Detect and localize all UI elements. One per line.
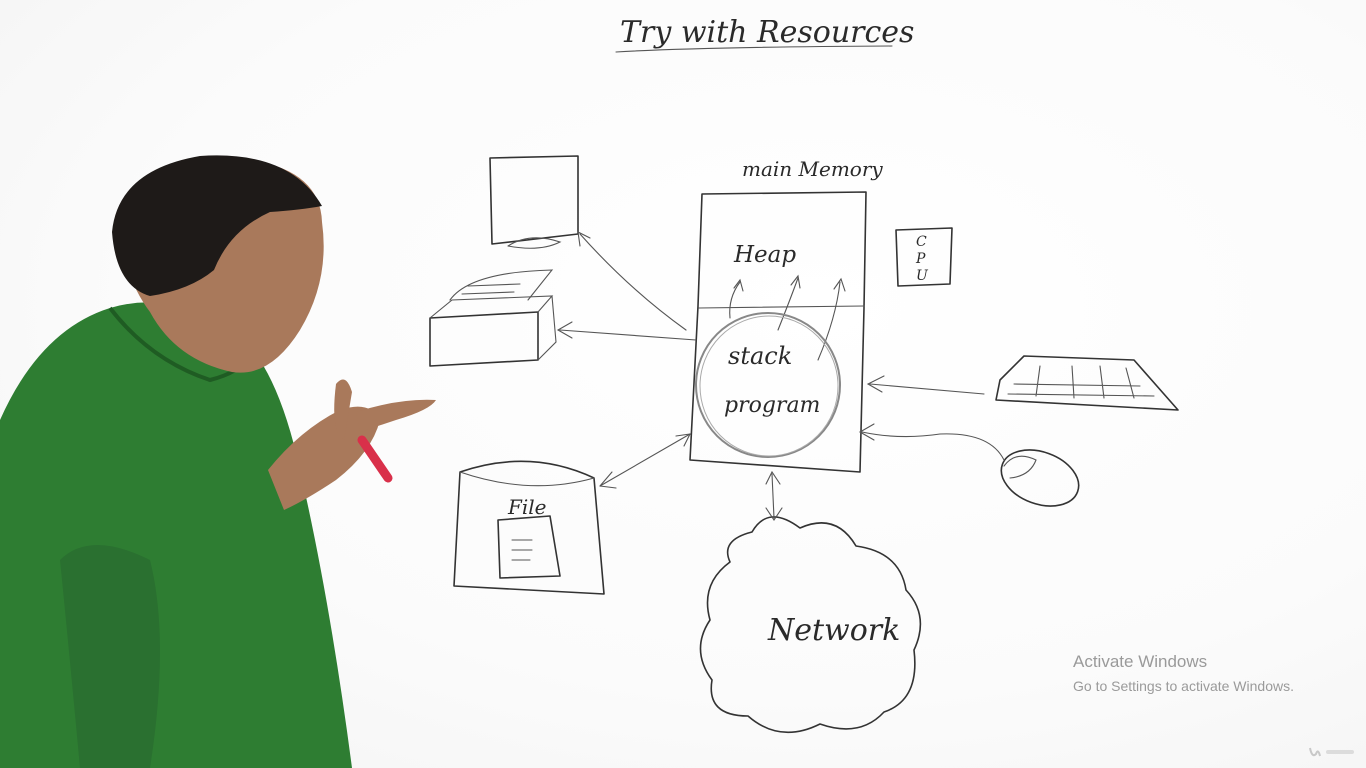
mouse-cable-arrow: [861, 431, 1005, 461]
cpu-box: [895, 227, 953, 287]
program-label: program: [724, 393, 820, 418]
mouse-sketch: [1000, 449, 1080, 507]
cpu-letter-c: C: [916, 234, 927, 250]
printer-paper: [449, 269, 554, 301]
presenter: [0, 155, 436, 768]
keyboard-arrow: [869, 383, 985, 395]
heap-arrow-3: [817, 281, 841, 361]
stack-label: stack: [728, 342, 792, 370]
file-document: [497, 515, 561, 579]
network-arrow: [771, 473, 775, 519]
monitor-stand: [507, 237, 562, 249]
monitor-sketch: [489, 155, 579, 245]
watermark-title: Activate Windows: [1073, 652, 1208, 671]
network-label: Network: [767, 613, 900, 648]
diagram-title: Try with Resources: [620, 15, 914, 50]
printer-arrow: [559, 329, 697, 341]
main-memory-box: [689, 191, 867, 473]
keyboard-sketch: [995, 355, 1179, 411]
file-arrow: [599, 433, 691, 487]
printer-sketch: [429, 311, 539, 367]
watermark-subtitle: Go to Settings to activate Windows.: [1073, 678, 1294, 694]
heap-label: Heap: [733, 242, 796, 268]
activate-windows-watermark: Activate Windows Go to Settings to activ…: [1073, 652, 1294, 695]
file-cylinder: [453, 460, 605, 595]
heap-arrow-2: [777, 277, 799, 331]
cpu-letter-p: P: [915, 251, 926, 267]
network-cloud: [699, 516, 922, 734]
heap-divider: [698, 305, 865, 309]
marker: [357, 435, 393, 483]
cpu-letter-u: U: [916, 268, 929, 284]
title-underline: [615, 45, 893, 53]
heap-arrow-1: [729, 281, 741, 319]
program-circle: [695, 312, 841, 458]
file-label: File: [507, 495, 547, 519]
corner-logo-icon: [1308, 744, 1358, 760]
main-memory-label: main Memory: [742, 157, 883, 181]
monitor-arrow: [579, 233, 687, 331]
